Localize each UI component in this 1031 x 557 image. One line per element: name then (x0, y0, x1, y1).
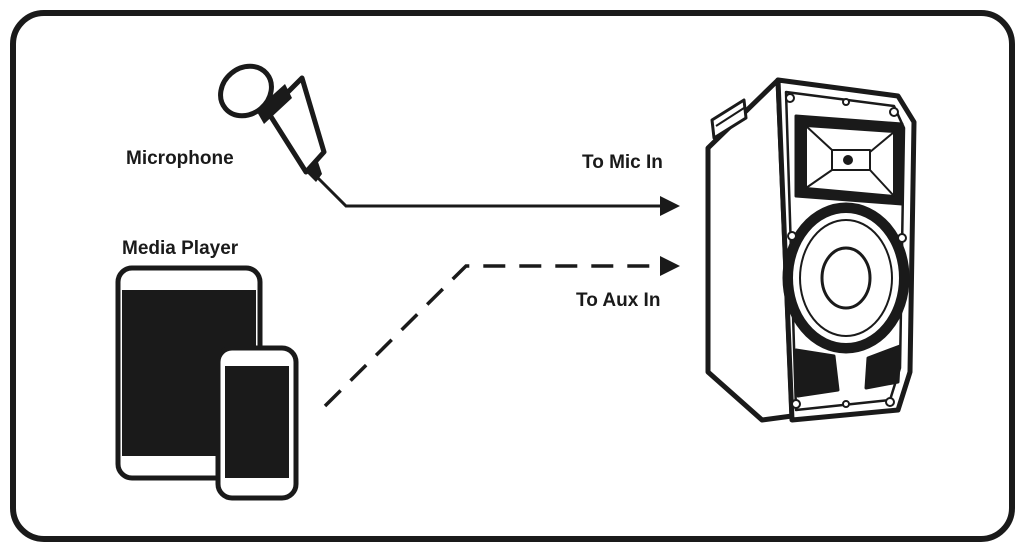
aux-arrow-head (660, 256, 680, 276)
speaker-icon (705, 77, 917, 423)
mic-cable-line (316, 176, 680, 216)
phone-icon (215, 345, 299, 501)
media-player-label: Media Player (122, 238, 239, 259)
mic-arrow-head (660, 196, 680, 216)
to-mic-in-label: To Mic In (582, 152, 663, 173)
to-aux-in-label: To Aux In (576, 290, 661, 311)
aux-cable-line (323, 256, 680, 408)
diagram-frame (10, 10, 1015, 542)
microphone-label: Microphone (126, 148, 234, 169)
microphone-icon (218, 63, 327, 182)
